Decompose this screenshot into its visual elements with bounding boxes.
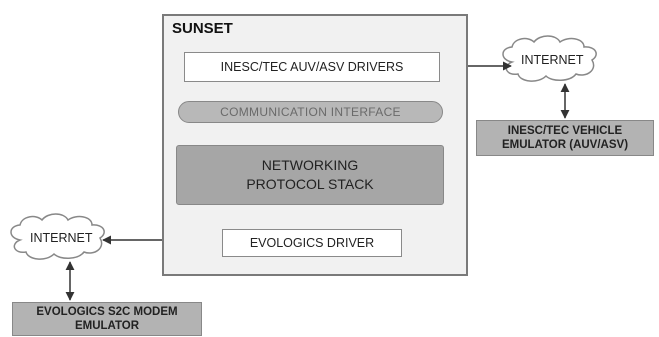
evologics-driver-box: EVOLOGICS DRIVER: [222, 229, 402, 257]
internet-cloud-left: [10, 213, 105, 260]
modem-emulator-line-1: EVOLOGICS S2C MODEM: [36, 306, 178, 318]
internet-cloud-right: [502, 35, 597, 82]
evologics-modem-emulator-box: EVOLOGICS S2C MODEM EMULATOR: [12, 302, 202, 336]
stack-line-2: PROTOCOL STACK: [246, 176, 374, 192]
communication-interface-box: COMMUNICATION INTERFACE: [178, 101, 443, 123]
internet-left-label: INTERNET: [30, 231, 93, 245]
inesc-drivers-label: INESC/TEC AUV/ASV DRIVERS: [220, 60, 404, 74]
networking-protocol-stack-box: NETWORKING PROTOCOL STACK: [176, 145, 444, 205]
vehicle-emulator-line-2: EMULATOR (AUV/ASV): [501, 139, 629, 151]
stack-line-1: NETWORKING: [261, 157, 359, 173]
sunset-title: SUNSET: [172, 20, 233, 37]
communication-interface-label: COMMUNICATION INTERFACE: [220, 105, 401, 119]
evologics-driver-label: EVOLOGICS DRIVER: [249, 236, 375, 250]
inesc-vehicle-emulator-box: INESC/TEC VEHICLE EMULATOR (AUV/ASV): [476, 120, 654, 156]
internet-right-label: INTERNET: [521, 53, 584, 67]
modem-emulator-line-2: EMULATOR: [74, 320, 140, 332]
vehicle-emulator-line-1: INESC/TEC VEHICLE: [507, 125, 623, 137]
inesc-drivers-box: INESC/TEC AUV/ASV DRIVERS: [184, 52, 440, 82]
